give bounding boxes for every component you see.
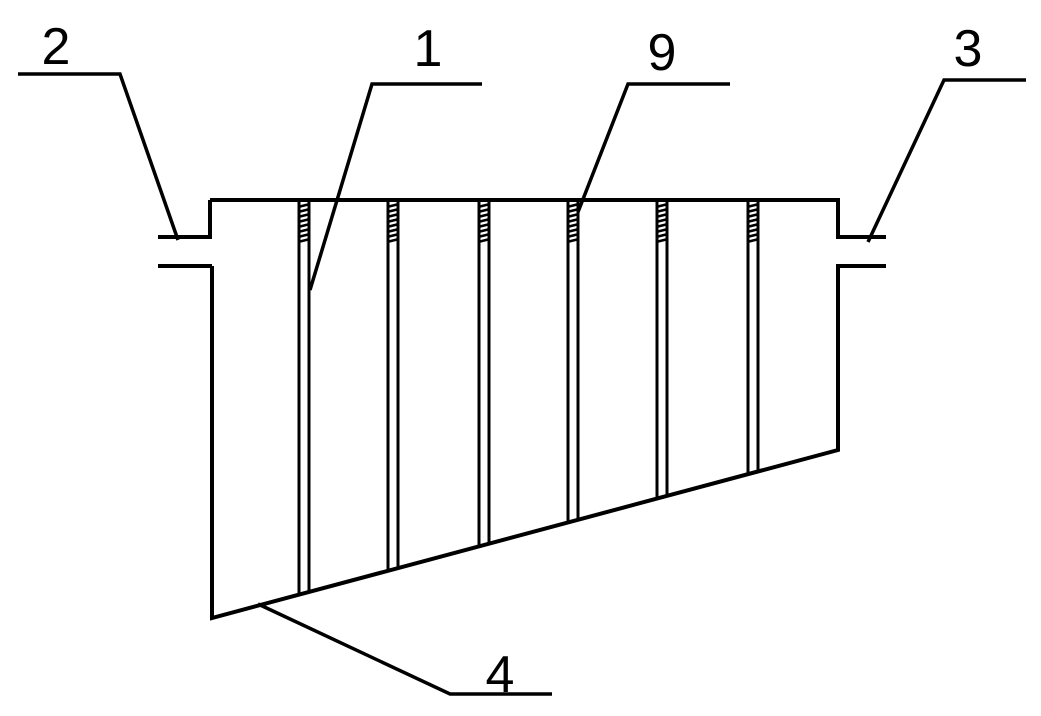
plate-cap-5 — [655, 202, 669, 244]
plate-cap-6 — [746, 202, 760, 244]
plate-1 — [297, 200, 311, 595]
inlet-pipe — [158, 200, 214, 618]
leader-line-bottom — [257, 602, 552, 696]
leader-line-top-part — [576, 82, 730, 213]
leader-lines — [18, 72, 1026, 696]
plate-3 — [477, 200, 491, 547]
plate-group — [297, 200, 760, 595]
outlet-pipe — [836, 235, 886, 268]
plate-cap-2 — [386, 202, 400, 244]
plate-5 — [655, 200, 669, 499]
label-bottom: 4 — [486, 646, 515, 704]
label-top-part: 9 — [648, 24, 677, 82]
leader-line-inlet — [18, 72, 180, 241]
plate-cap-3 — [477, 202, 491, 244]
tank-body — [208, 198, 840, 621]
leader-line-outlet — [866, 78, 1026, 243]
plate-4 — [566, 200, 580, 523]
plate-cap-1 — [297, 202, 311, 244]
plate-6 — [746, 200, 760, 475]
label-plate: 1 — [414, 20, 443, 78]
label-outlet: 3 — [954, 20, 983, 78]
plate-2 — [386, 200, 400, 571]
leader-line-plate — [308, 82, 482, 291]
label-inlet: 2 — [42, 18, 71, 76]
plate-cap-4 — [566, 202, 580, 244]
